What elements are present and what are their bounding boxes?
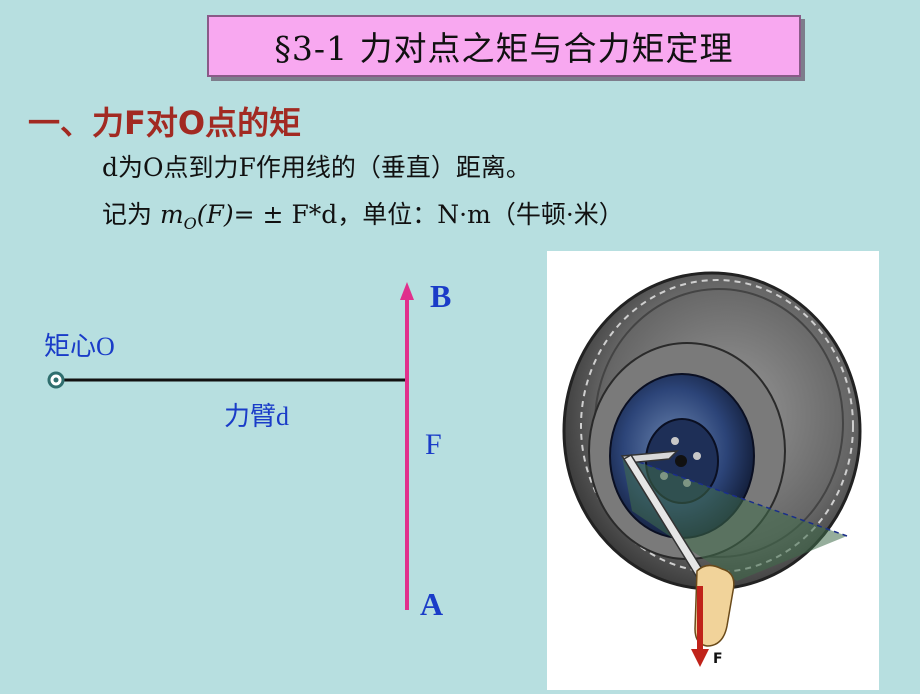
formula-subscript: O (183, 214, 197, 233)
force-diagram-svg (47, 282, 414, 610)
formula-moment: mO(F) (159, 200, 234, 233)
lug-nut-icon (693, 452, 701, 460)
section-heading: 一、力F对O点的矩 (28, 104, 302, 142)
point-a-label: A (420, 586, 444, 622)
lug-nut-icon (671, 437, 679, 445)
slide-title: §3-1 力对点之矩与合力矩定理 (274, 29, 734, 68)
formula-prefix: 记为 (102, 200, 160, 229)
photo-force-arrowhead (691, 649, 709, 667)
point-b-label: B (430, 278, 452, 314)
formula-argument: (F) (196, 200, 234, 229)
force-label: F (425, 428, 442, 461)
formula-suffix: = ± F*d，单位：N·m（牛顿·米） (233, 200, 624, 229)
definition-line: d为O点到力F作用线的（垂直）距离。 (102, 153, 531, 182)
moment-arm-label: 力臂d (224, 402, 290, 431)
photo-force-label: F (713, 651, 723, 667)
formula-line: 记为 mO(F)= ± F*d，单位：N·m（牛顿·米） (102, 195, 624, 233)
force-diagram: 矩心O 力臂d F B A (0, 260, 540, 640)
formula-m: m (159, 200, 184, 229)
title-box: §3-1 力对点之矩与合力矩定理 (207, 15, 801, 77)
moment-center-label: 矩心O (44, 332, 115, 361)
force-plane (622, 456, 847, 581)
tire-illustration-svg: F (562, 271, 862, 667)
moment-center-dot (53, 377, 59, 383)
force-arrowhead (400, 282, 414, 300)
plane-edge-dashed (621, 455, 848, 537)
tire-wrench-illustration: F (547, 251, 879, 690)
hub-center (675, 455, 687, 467)
